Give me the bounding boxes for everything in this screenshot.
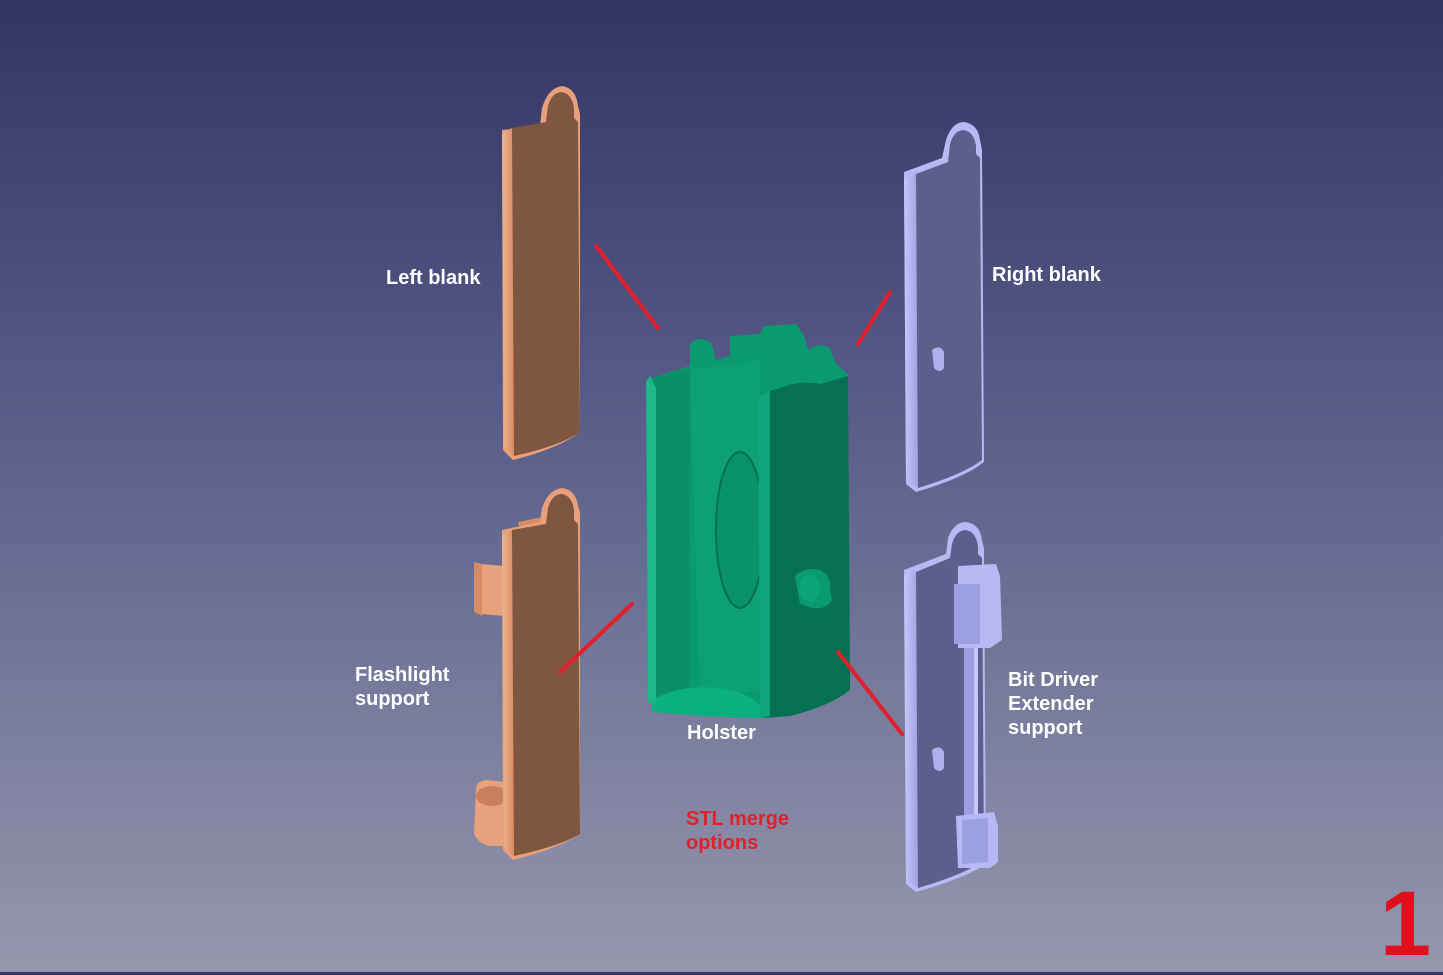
page-number: 1: [1379, 873, 1431, 975]
connector-right-blank: [856, 290, 892, 346]
right-blank-label: Right blank: [992, 264, 1101, 286]
right-blank-part: [904, 122, 984, 492]
holster-part: [646, 324, 850, 718]
left-blank-part: [502, 86, 580, 460]
connector-flashlight: [558, 602, 634, 674]
holster-label: Holster: [687, 722, 756, 744]
connector-lines: [558, 244, 904, 736]
stl-merge-options-label: STL merge options: [686, 808, 789, 854]
left-blank-label: Left blank: [386, 267, 481, 289]
bit-driver-support-part: [904, 522, 1002, 892]
bit-driver-support-label: Bit Driver Extender support: [1008, 669, 1099, 739]
flashlight-support-part: [474, 488, 580, 860]
connector-bit-driver: [836, 650, 904, 736]
flashlight-support-label: Flashlight support: [355, 664, 450, 710]
connector-left-blank: [594, 244, 660, 330]
